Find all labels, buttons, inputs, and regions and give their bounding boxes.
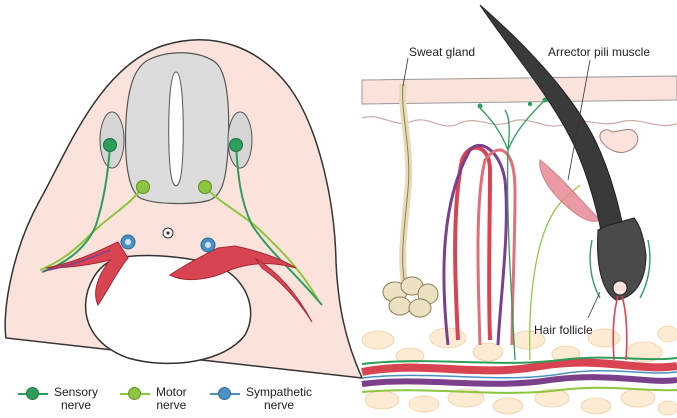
follicle-nerve-sheath bbox=[589, 239, 651, 299]
nerve-ending bbox=[527, 101, 533, 107]
sympathetic-ganglion-right bbox=[200, 237, 216, 253]
sensory-neuron-right bbox=[229, 138, 243, 152]
nerve-ending bbox=[477, 103, 483, 109]
sympathetic-nerve-icon bbox=[210, 386, 240, 400]
skin-cross-section bbox=[361, 4, 677, 416]
epidermis bbox=[361, 75, 677, 105]
motor-nerve-icon bbox=[120, 386, 150, 400]
deep-vein bbox=[361, 374, 677, 387]
deep-sensory-nerve bbox=[361, 356, 677, 365]
motor-neuron-left bbox=[136, 180, 150, 194]
sweat-gland-leader bbox=[402, 57, 409, 87]
sweat-gland-duct-outline bbox=[402, 83, 410, 286]
dermal-vein-loop-1 bbox=[442, 143, 508, 346]
sebaceous-gland bbox=[599, 128, 639, 153]
aorta-lumen bbox=[166, 231, 170, 235]
nerve-ending bbox=[542, 97, 548, 103]
embryo-cross-section bbox=[4, 39, 364, 379]
sensory-nerve-left bbox=[41, 145, 111, 273]
hair-follicle-label: Hair follicle bbox=[534, 323, 593, 337]
deep-sympathetic-nerve bbox=[361, 370, 677, 379]
legend-label-line1: Sensory bbox=[54, 385, 99, 399]
sensory-neuron-left bbox=[103, 138, 117, 152]
vein-left bbox=[43, 249, 111, 272]
hair-follicle bbox=[597, 217, 647, 301]
sweat-gland-coil bbox=[382, 276, 439, 318]
arrector-pili-muscle-label: Arrector pili muscle bbox=[548, 45, 651, 59]
legend-label-line1: Sympathetic bbox=[246, 385, 313, 399]
central-canal bbox=[168, 71, 184, 187]
legend-label-line2: nerve bbox=[156, 398, 187, 412]
artery-left bbox=[45, 241, 129, 307]
arrector-pili-leader bbox=[567, 59, 591, 181]
hair-follicle-leader bbox=[587, 291, 601, 319]
sensory-nerve-icon bbox=[18, 386, 48, 400]
legend-label-line2: nerve bbox=[264, 398, 295, 412]
hair-papilla bbox=[612, 280, 628, 296]
motor-neuron-right bbox=[198, 180, 212, 194]
arrector-pili-muscle bbox=[539, 159, 601, 222]
artery-right bbox=[169, 245, 297, 280]
deep-motor-nerve bbox=[361, 386, 677, 394]
motor-nerve-right bbox=[204, 186, 319, 301]
sensory-fibers-to-epidermis bbox=[479, 99, 546, 361]
legend-label-line1: Motor bbox=[156, 385, 187, 399]
dermal-artery-loop-2 bbox=[476, 148, 517, 346]
dermal-artery-loop-1 bbox=[453, 145, 493, 341]
sensory-nerve-right bbox=[235, 145, 323, 306]
deep-artery bbox=[361, 358, 677, 376]
follicle-vessel bbox=[612, 295, 628, 361]
artery-right-branch bbox=[254, 257, 313, 323]
sympathetic-ganglion-left bbox=[120, 234, 136, 250]
sweat-gland-label: Sweat gland bbox=[409, 45, 476, 59]
dermal-papillae bbox=[361, 116, 677, 127]
legend-label-line2: nerve bbox=[61, 398, 92, 412]
